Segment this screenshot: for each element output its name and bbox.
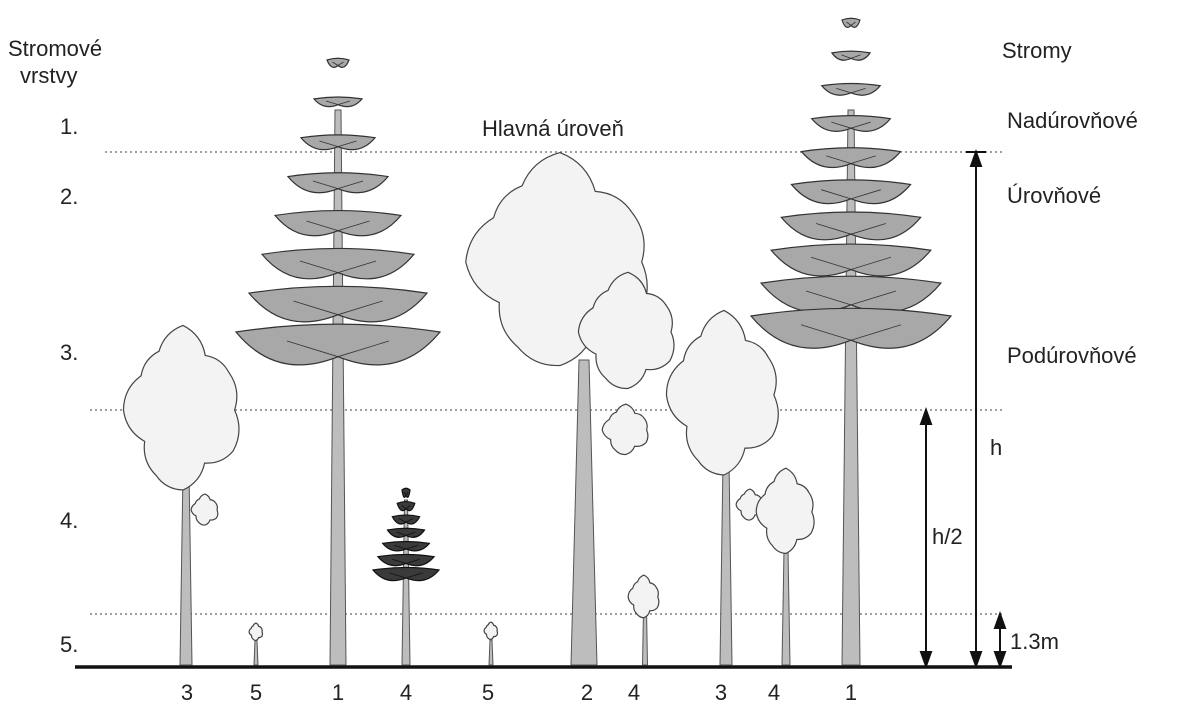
height-half-arrow: [921, 410, 931, 666]
tree-shape: [180, 470, 192, 665]
layers-header-line2: vrstvy: [20, 63, 77, 89]
tree-shape: [484, 622, 497, 639]
tree-shape: [392, 515, 419, 524]
tree-shape: [571, 360, 597, 665]
class-suppressed: Podúrovňové: [1007, 343, 1137, 369]
tree-number: 4: [391, 680, 421, 706]
tree-shape: [822, 84, 880, 96]
tree-shape: [378, 554, 434, 565]
tree-shape: [402, 500, 410, 665]
tree-number: 5: [473, 680, 503, 706]
tree-shape: [388, 528, 425, 537]
breast-height-arrow: [995, 614, 1005, 666]
tree-number: 3: [706, 680, 736, 706]
tree-shape: [756, 468, 814, 553]
tree-shape: [249, 623, 262, 640]
tree-shape: [720, 460, 732, 665]
tree-number: 2: [572, 680, 602, 706]
layer-number-3: 3.: [60, 340, 78, 366]
tree-number: 1: [836, 680, 866, 706]
label-breast-height: 1.3m: [1010, 629, 1059, 655]
label-half-h: h/2: [932, 524, 963, 550]
tree-shape: [397, 502, 415, 511]
tree-shape: [254, 640, 258, 665]
tree-shape: [832, 51, 870, 60]
tree-shape: [327, 58, 349, 67]
tree-number: 4: [619, 680, 649, 706]
tree-shape: [842, 18, 860, 27]
tree-shape: [782, 550, 790, 665]
class-dominant: Nadúrovňové: [1007, 108, 1138, 134]
height-h-arrow: [966, 152, 986, 666]
tree-number: 5: [241, 680, 271, 706]
layer-number-5: 5.: [60, 632, 78, 658]
tree-shape: [330, 110, 346, 665]
tree-shape: [123, 325, 239, 490]
tree-shape: [602, 404, 648, 454]
layers-header-line1: Stromové: [8, 36, 102, 62]
trees-header: Stromy: [1002, 38, 1072, 64]
tree-shape: [628, 575, 659, 618]
layer-number-4: 4.: [60, 508, 78, 534]
layer-number-2: 2.: [60, 184, 78, 210]
tree-shape: [383, 542, 430, 551]
layer-number-1: 1.: [60, 114, 78, 140]
tree-number: 4: [759, 680, 789, 706]
class-codominant: Úrovňové: [1007, 183, 1101, 209]
tree-shape: [666, 310, 778, 475]
tree-shape: [191, 494, 218, 525]
tree-shape: [402, 488, 410, 497]
tree-number: 3: [172, 680, 202, 706]
tree-shape: [314, 97, 362, 107]
main-level-label: Hlavná úroveň: [482, 116, 624, 142]
tree-shape: [489, 640, 493, 665]
tree-number: 1: [323, 680, 353, 706]
label-h: h: [990, 435, 1002, 461]
